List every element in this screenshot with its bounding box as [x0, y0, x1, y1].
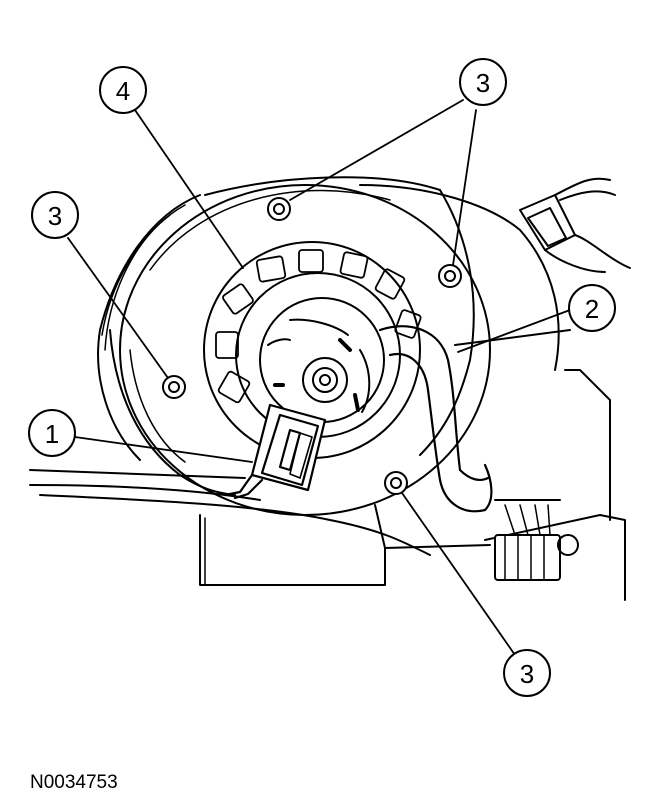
mounting-screws — [162, 197, 462, 495]
callout-1: 1 — [28, 409, 76, 457]
callout-4-label: 4 — [116, 76, 130, 106]
figure-id: N0034753 — [30, 772, 118, 793]
blower-housing — [97, 176, 560, 496]
callout-3-top: 3 — [459, 58, 507, 106]
cooling-slots — [215, 249, 422, 404]
screw-top — [267, 197, 291, 221]
callout-3-bottom-label: 3 — [520, 659, 534, 689]
motor-flange — [119, 184, 491, 516]
vent-hose — [378, 325, 493, 513]
screw-left — [162, 375, 186, 399]
screw-bottom — [384, 471, 408, 495]
callout-1-label: 1 — [45, 419, 59, 449]
callout-3-left-label: 3 — [48, 201, 62, 231]
electrical-connector — [223, 403, 327, 500]
screw-right — [438, 264, 462, 288]
callout-3-bottom: 3 — [503, 649, 551, 697]
panel-lines — [29, 329, 626, 601]
leader-lines — [67, 99, 571, 656]
upper-harness — [519, 177, 631, 273]
callout-3-top-label: 3 — [476, 68, 490, 98]
callout-2-label: 2 — [585, 294, 599, 324]
lower-harness — [494, 499, 579, 581]
callout-2: 2 — [568, 284, 616, 332]
callout-4: 4 — [99, 66, 147, 114]
callout-3-left: 3 — [31, 191, 79, 239]
